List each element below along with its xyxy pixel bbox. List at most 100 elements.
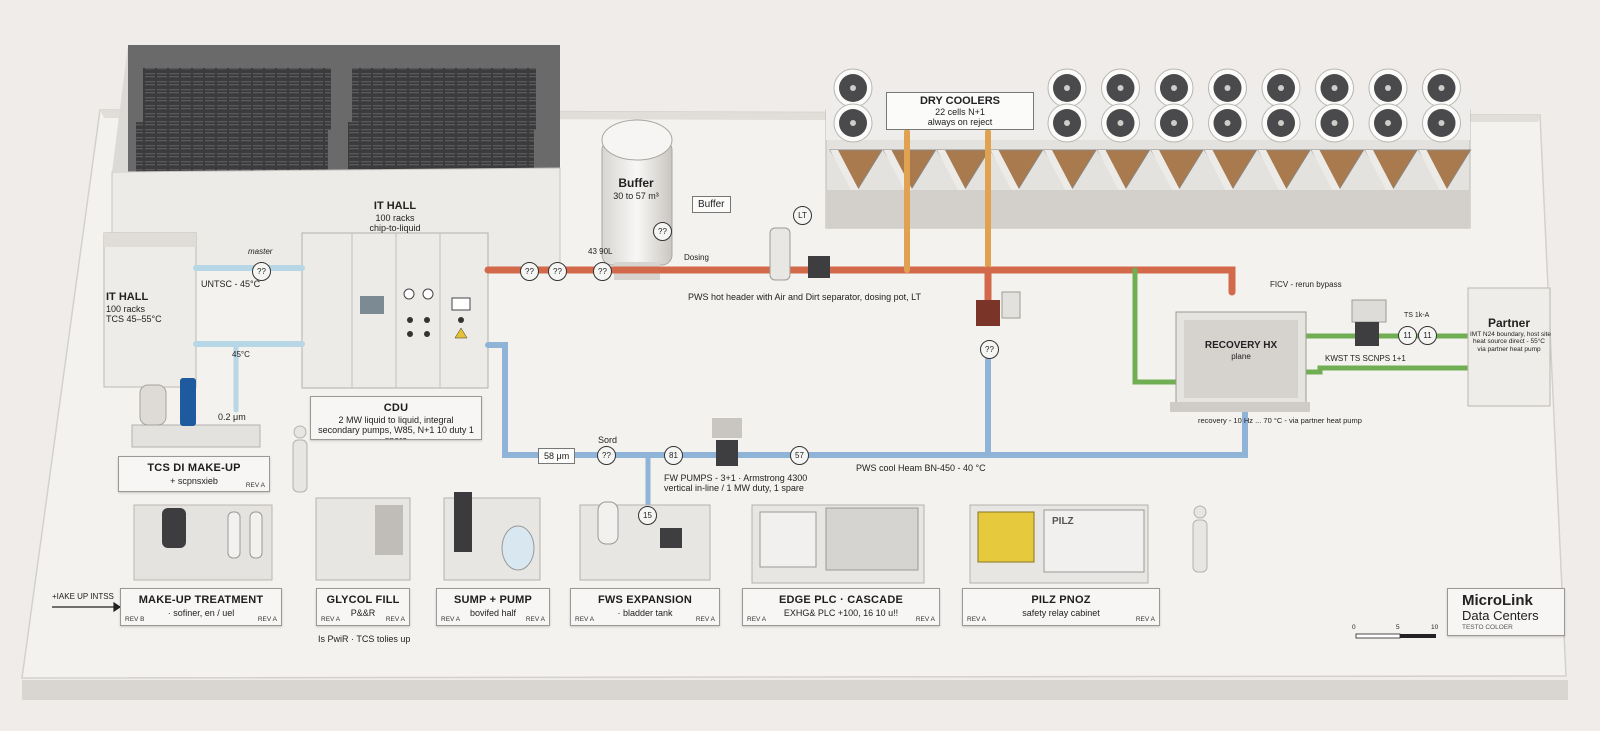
label-58-micron: 58 μm <box>538 448 576 464</box>
fan-icon-hub <box>1117 120 1124 126</box>
scale-5: 5 <box>1396 624 1400 631</box>
recovery-hx-sub: plane <box>1231 351 1251 361</box>
fws-expansion-title: FWS EXPANSION <box>597 594 693 606</box>
fan-icon-hub <box>850 85 856 91</box>
gauge-hot-1: ?? <box>520 262 539 281</box>
scale-10: 10 <box>1431 624 1439 631</box>
cooler-frame <box>1097 150 1128 192</box>
cooler-frame <box>937 150 967 192</box>
cooler-frame <box>1258 150 1288 192</box>
recovery-hx-label: RECOVERY HX plane <box>1178 340 1304 361</box>
label-pws-cool-header: PWS cool Heam BN-450 - 40 °C <box>856 463 986 473</box>
fan-icon-hub <box>1171 85 1177 91</box>
pilz-brand-plate: PILZ <box>1052 516 1074 527</box>
recovery-hx-body <box>1170 311 1310 412</box>
tcs-di-title: TCS DI MAKE-UP <box>147 462 241 474</box>
fan-icon-hub <box>1064 120 1070 126</box>
fws-expansion-sub: · bladder tank <box>617 608 673 618</box>
glycol-fill-title: GLYCOL FILL <box>326 594 400 606</box>
edge-plc-sub: EXHG& PLC +100, 16 10 u!! <box>783 608 899 618</box>
gauge-partner-1: 11 <box>1398 326 1417 345</box>
it-hall-main-line1: 100 racks <box>375 212 415 223</box>
recovery-loop <box>1132 267 1471 385</box>
tcs-di-sub: + scpnsxieb <box>170 476 218 486</box>
label-sord: Sord <box>598 435 618 445</box>
label-ab90: 43 90L <box>588 247 613 256</box>
dry-coolers-label: DRY COOLERS 22 cells N+1 always on rejec… <box>886 92 1034 130</box>
cdu-line1: 2 MW liquid to liquid, integral <box>338 415 454 425</box>
label-fw-pumps: FW PUMPS - 3+1 · Armstrong 4300 vertical… <box>664 473 807 494</box>
it-hall-small-title: IT HALL <box>106 291 149 303</box>
fan-icon-hub <box>1438 85 1445 91</box>
cdu-title: CDU <box>383 402 409 414</box>
buffer-tank-label: Buffer 30 to 57 m³ <box>607 176 665 201</box>
gauge-riser: ?? <box>980 340 999 359</box>
label-kwst: KWST TS SCNPS 1+1 <box>1325 354 1406 363</box>
fan-icon-hub <box>1278 85 1284 91</box>
pilz-pnoz-rev-left: REV A <box>967 616 987 623</box>
gauge-partner-2: 11 <box>1418 326 1437 345</box>
scale-0: 0 <box>1352 624 1356 631</box>
pilz-pnoz-card: PILZ PNOZ safety relay cabinet REV A REV… <box>962 588 1160 626</box>
bottom-equipment <box>133 492 1149 584</box>
sump-pump-sub: bovifed half <box>469 608 517 618</box>
cooler-frame <box>1204 150 1235 192</box>
cooler-frame <box>830 150 860 192</box>
fan-icon-hub <box>1385 120 1391 126</box>
sump-pump-rev-left: REV A <box>441 616 461 623</box>
glycol-fill-card: GLYCOL FILL P&&R REV A REV A <box>316 588 410 626</box>
tcs-di-rev: REV A <box>245 482 265 489</box>
pilz-pnoz-sub: safety relay cabinet <box>1022 608 1100 618</box>
pilz-pnoz-rev-right: REV A <box>1135 616 1155 623</box>
fws-expansion-card: FWS EXPANSION · bladder tank REV A REV A <box>570 588 720 626</box>
buffer-tank-title: Buffer <box>618 176 654 190</box>
fan-icon-hub <box>1278 120 1284 126</box>
fan-icon-hub <box>1331 120 1338 126</box>
edge-plc-card: EDGE PLC · CASCADE EXHG& PLC +100, 16 10… <box>742 588 940 626</box>
gauge-tcs-supply: ?? <box>252 262 271 281</box>
make-up-treatment-sub: · sofiner, en / uel <box>167 608 235 618</box>
microlink-logo-block: MicroLink Data Centers TESTO COLOER <box>1447 588 1565 636</box>
label-micron: 0.2 μm <box>218 412 246 422</box>
label-make-up-in: +IAKE UP INTSS <box>52 592 114 601</box>
gauge-expansion: 15 <box>638 506 657 525</box>
partner-line1: IMT N24 boundary, host site <box>1470 330 1552 338</box>
line-equipment <box>712 227 1387 466</box>
cooler-frame <box>1044 150 1074 192</box>
partner-title: Partner <box>1487 316 1531 330</box>
label-pwr-note: Is PwiR · TCS tolies up <box>318 634 411 644</box>
cdu-cabinet <box>301 232 489 389</box>
gauge-cool-2: 81 <box>664 446 683 465</box>
dry-coolers-line2: always on reject <box>927 117 993 127</box>
fan-icon-hub <box>1117 85 1124 91</box>
gauge-cool-1: ?? <box>597 446 616 465</box>
it-hall-building <box>111 45 561 269</box>
make-up-treatment-rev-left: REV B <box>125 616 145 623</box>
pilz-pnoz-title: PILZ PNOZ <box>1031 594 1091 606</box>
cooler-frame <box>990 150 1021 192</box>
label-master: master <box>248 247 273 256</box>
it-hall-small-building <box>103 232 197 388</box>
level-transmitter-tag: LT <box>793 206 812 225</box>
partner-line3: via partner heat pump <box>1477 345 1541 353</box>
glycol-fill-rev-left: REV A <box>321 616 341 623</box>
fan-icon-hub <box>1224 120 1231 126</box>
arrows <box>52 601 122 613</box>
label-dosing: Dosing <box>684 253 709 262</box>
make-up-treatment-title: MAKE-UP TREATMENT <box>138 594 264 606</box>
label-pws-hot-header: PWS hot header with Air and Dirt separat… <box>688 292 921 302</box>
sump-pump-rev-right: REV A <box>525 616 545 623</box>
it-hall-main-title: IT HALL <box>373 200 417 212</box>
logo-line3: TESTO COLOER <box>1462 624 1513 631</box>
it-hall-main-label: IT HALL 100 racks chip-to-liquid <box>350 200 440 233</box>
pws-cool-header <box>193 265 1248 513</box>
fan-icon-hub <box>1171 120 1177 126</box>
gauge-cool-3: 57 <box>790 446 809 465</box>
buffer-tag: Buffer <box>692 196 731 213</box>
label-recovery-note: recovery - 10 Hz ... 70 °C - via partner… <box>1198 416 1362 425</box>
fws-expansion-rev-right: REV A <box>695 616 715 623</box>
dry-coolers-title: DRY COOLERS <box>919 95 1001 107</box>
fan-icon-hub <box>1224 85 1231 91</box>
fws-expansion-rev-left: REV A <box>575 616 595 623</box>
